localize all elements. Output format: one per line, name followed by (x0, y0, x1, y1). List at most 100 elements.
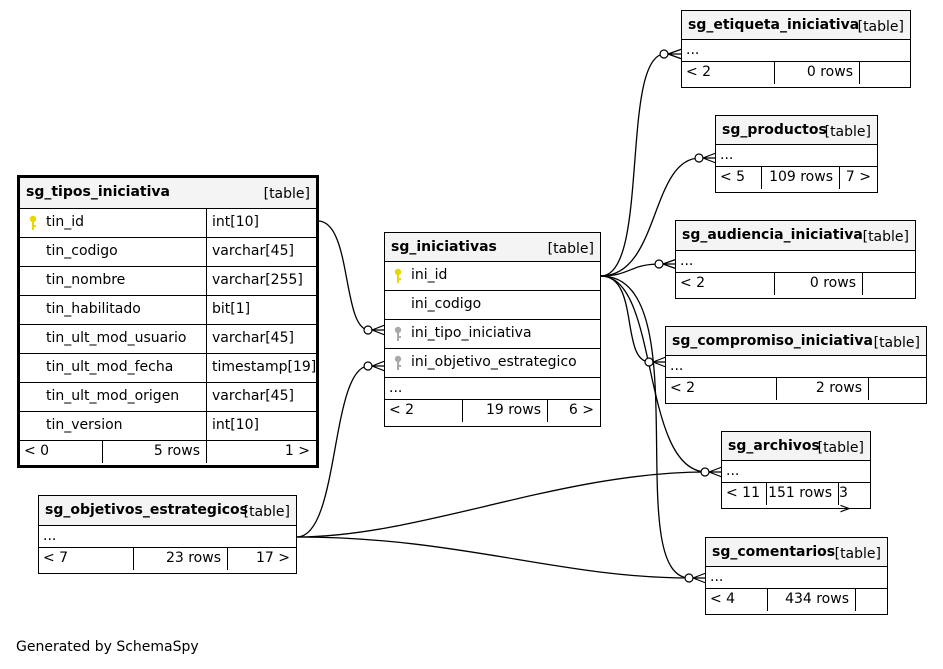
parents-count: < 4 (710, 591, 736, 607)
edge-marker-circle (694, 153, 704, 163)
edge-tipos-to-iniciativas (317, 220, 370, 331)
table-footer: < 2 19 rows 6 > (385, 400, 600, 422)
edge-marker-circle (700, 467, 710, 477)
table-footer: < 2 0 rows (682, 62, 910, 84)
column-row[interactable]: ini_codigo (385, 291, 600, 320)
children-count: 17 > (256, 550, 290, 566)
more-columns: ... (722, 461, 870, 483)
parents-count: < 7 (43, 550, 69, 566)
table-header: sg_archivos [table] (722, 432, 870, 461)
table-name: sg_compromiso_iniciativa (672, 333, 873, 349)
column-row[interactable]: tin_version int[10] (20, 412, 316, 441)
edge-crowfoot (652, 356, 667, 368)
row-count: 434 rows (785, 591, 849, 607)
table-header: sg_audiencia_iniciativa [table] (676, 221, 915, 251)
edge-objetivos-to-comentarios (296, 536, 691, 579)
column-row[interactable]: ini_objetivo_estrategico (385, 349, 600, 378)
column-type: timestamp[19] (212, 359, 317, 375)
edge-objetivos-to-archivos (296, 471, 707, 538)
column-type: varchar[45] (212, 330, 294, 346)
children-count: 6 > (568, 402, 594, 418)
column-row[interactable]: tin_id int[10] (20, 209, 316, 238)
table-sg-productos[interactable]: sg_productos [table] ... < 5 109 rows 7 … (715, 115, 878, 193)
generator-credit: Generated by SchemaSpy (16, 639, 199, 655)
column-name: tin_nombre (46, 272, 126, 288)
row-count: 0 rows (809, 275, 856, 291)
column-row[interactable]: tin_habilitado bit[1] (20, 296, 316, 325)
table-sg-comentarios[interactable]: sg_comentarios [table] ... < 4 434 rows (705, 537, 888, 615)
children-count: 1 > (284, 443, 310, 459)
edge-marker-circle (363, 361, 373, 371)
row-count: 23 rows (165, 550, 221, 566)
table-footer: < 0 5 rows 1 > (20, 441, 316, 463)
table-sg-audiencia-iniciativa[interactable]: sg_audiencia_iniciativa [table] ... < 2 … (675, 220, 916, 299)
table-sg-etiqueta-iniciativa[interactable]: sg_etiqueta_iniciativa [table] ... < 2 0… (681, 10, 911, 88)
ellipsis: ... (710, 569, 724, 585)
column-name: ini_id (411, 267, 448, 283)
column-type: varchar[255] (212, 272, 303, 288)
table-footer: < 4 434 rows (706, 589, 887, 611)
table-header: sg_comentarios [table] (706, 538, 887, 567)
column-row[interactable]: tin_nombre varchar[255] (20, 267, 316, 296)
edge-marker-circle (363, 325, 373, 335)
edge-crowfoot (667, 48, 683, 60)
table-kind: [table] (873, 335, 920, 351)
edge-iniciativas-to-comentarios (600, 275, 691, 579)
column-name: tin_id (46, 214, 85, 230)
table-header: sg_compromiso_iniciativa [table] (666, 327, 926, 356)
column-row[interactable]: tin_ult_mod_origen varchar[45] (20, 383, 316, 412)
table-name: sg_productos (722, 122, 827, 138)
table-sg-archivos[interactable]: sg_archivos [table] ... < 11 151 rows 3 … (721, 431, 871, 517)
column-type: int[10] (212, 214, 259, 230)
table-kind: [table] (857, 19, 904, 35)
table-name: sg_objetivos_estrategicos (45, 502, 248, 518)
table-footer: < 2 2 rows (666, 378, 926, 400)
column-name: tin_version (46, 417, 123, 433)
edge-crowfoot (371, 360, 386, 372)
table-footer: < 7 23 rows 17 > (39, 548, 296, 570)
parents-count: < 2 (686, 64, 712, 80)
column-row[interactable]: ini_id (385, 262, 600, 291)
table-header: sg_productos [table] (716, 116, 877, 145)
table-sg-objetivos-estrategicos[interactable]: sg_objetivos_estrategicos [table] ... < … (38, 495, 297, 574)
column-name: tin_codigo (46, 243, 118, 259)
table-kind: [table] (243, 504, 290, 520)
row-count: 109 rows (769, 169, 833, 185)
more-columns: ... (706, 567, 887, 589)
edge-iniciativas-to-audiencia (600, 263, 661, 277)
edge-crowfoot (371, 324, 386, 336)
table-sg-iniciativas[interactable]: sg_iniciativas [table] ini_id ini_codigo… (384, 232, 601, 427)
edge-iniciativas-to-compromiso (600, 275, 651, 363)
column-name: tin_habilitado (46, 301, 141, 317)
table-header: sg_iniciativas [table] (385, 233, 600, 262)
table-name: sg_audiencia_iniciativa (682, 227, 863, 243)
column-type: varchar[45] (212, 388, 294, 404)
column-row[interactable]: tin_ult_mod_usuario varchar[45] (20, 325, 316, 354)
edge-marker-circle (654, 259, 664, 269)
table-sg-tipos-iniciativa[interactable]: sg_tipos_iniciativa [table] tin_id int[1… (17, 175, 319, 468)
foreign-key-icon (394, 355, 402, 370)
more-columns: ... (666, 356, 926, 378)
column-row[interactable]: ini_tipo_iniciativa (385, 320, 600, 349)
parents-count: < 11 (726, 485, 760, 501)
column-row[interactable]: tin_codigo varchar[45] (20, 238, 316, 267)
primary-key-icon (394, 268, 402, 283)
column-type: bit[1] (212, 301, 251, 317)
parents-count: < 0 (24, 443, 50, 459)
edge-crowfoot (692, 572, 707, 584)
table-footer: < 5 109 rows 7 > (716, 167, 877, 189)
ellipsis: ... (389, 380, 403, 396)
edge-iniciativas-to-archivos (600, 275, 707, 473)
row-count: 5 rows (153, 443, 200, 459)
edge-objetivos-to-iniciativas (296, 365, 370, 538)
column-name: tin_ult_mod_origen (46, 388, 180, 404)
column-name: ini_codigo (411, 296, 482, 312)
table-name: sg_etiqueta_iniciativa (688, 17, 860, 33)
ellipsis: ... (680, 253, 694, 269)
table-header: sg_etiqueta_iniciativa [table] (682, 11, 910, 40)
table-sg-compromiso-iniciativa[interactable]: sg_compromiso_iniciativa [table] ... < 2… (665, 326, 927, 404)
parents-count: < 5 (720, 169, 746, 185)
column-row[interactable]: tin_ult_mod_fecha timestamp[19] (20, 354, 316, 383)
edge-marker-circle (644, 357, 654, 367)
